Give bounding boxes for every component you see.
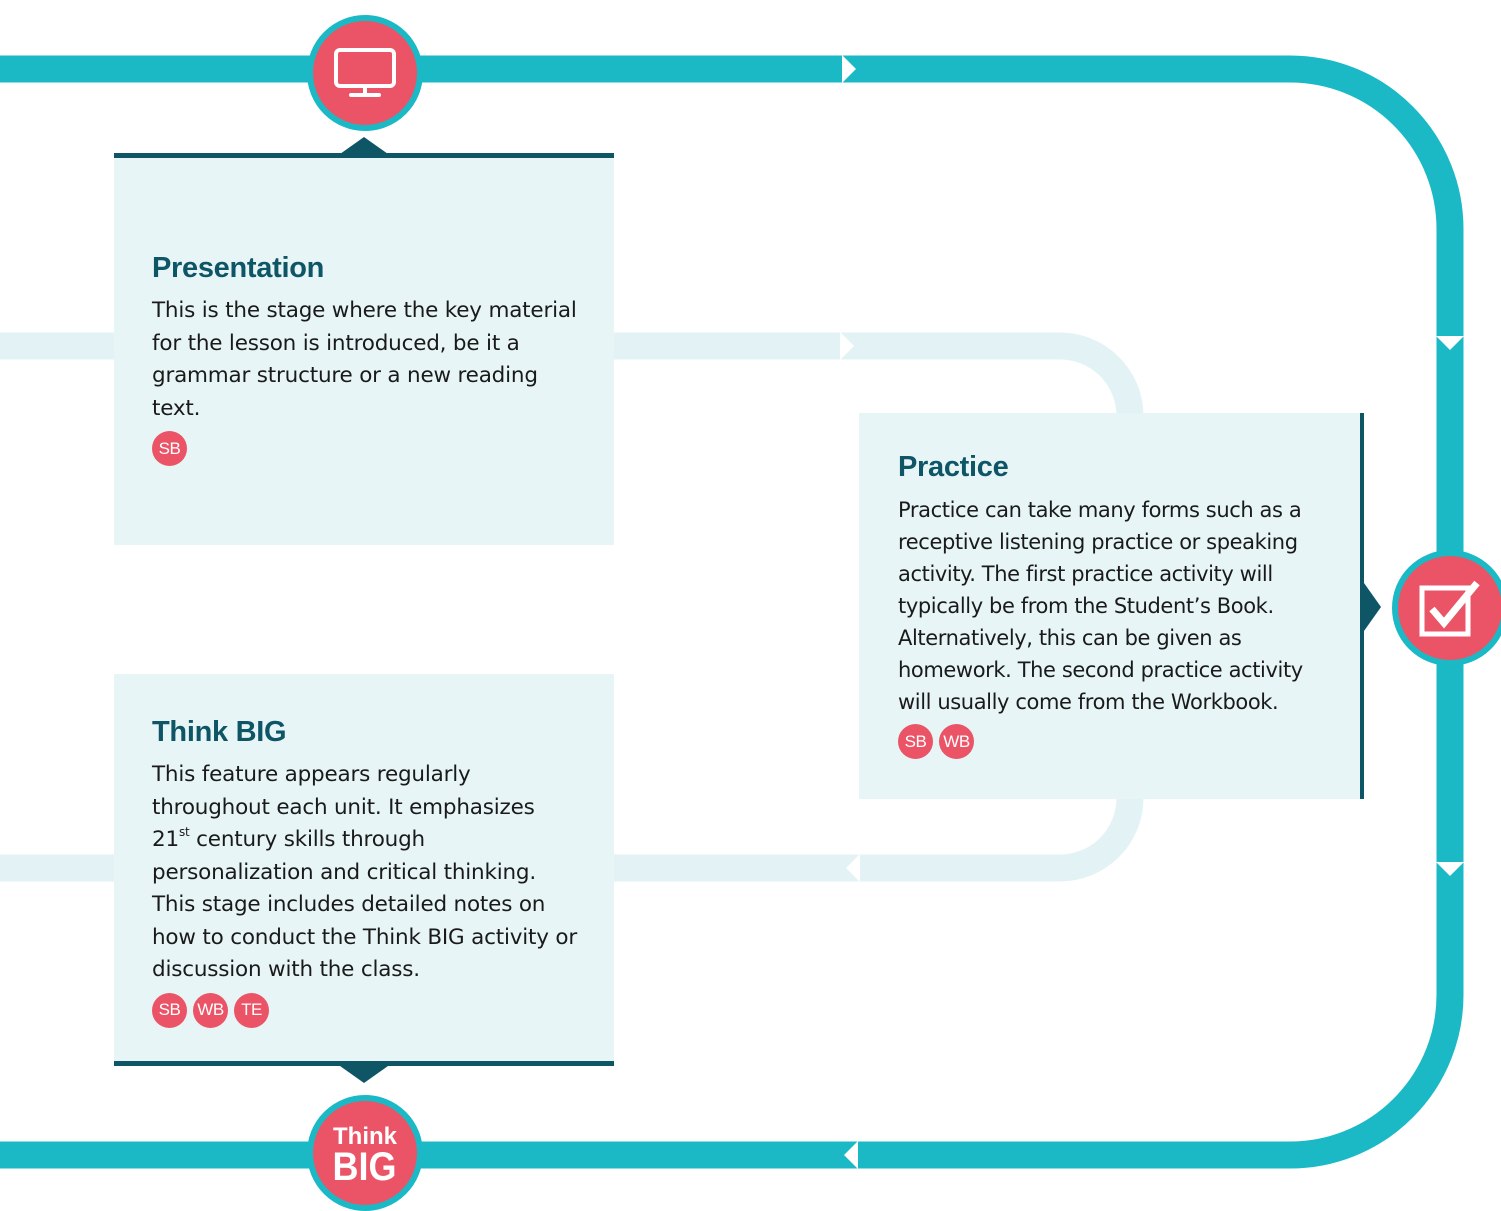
badge-wb: WB [193,992,228,1028]
thinkbig-text: This feature appears regularly throughou… [152,759,578,987]
practice-title: Practice [898,451,1009,483]
practice-card: Practice Practice can take many forms su… [859,413,1364,799]
badge-sb: SB [152,431,187,466]
thinkbig-logo-line1: Think [333,1123,397,1150]
practice-pointer [1364,583,1381,631]
monitor-icon [334,48,396,97]
outer-top-chevron [842,55,856,83]
thinkbig-logo-line2: BIG [332,1145,398,1189]
presentation-badges: SB [152,431,578,466]
thinkbig-title: Think BIG [152,716,287,748]
presentation-card: Presentation This is the stage where the… [114,153,614,545]
inner-top-chevron [840,332,854,360]
badge-wb: WB [939,724,974,759]
thinkbig-badges: SB WB TE [152,992,578,1028]
thinkbig-card: Think BIG This feature appears regularly… [114,674,614,1066]
practice-badges: SB WB [898,724,1330,759]
badge-sb: SB [152,992,187,1028]
badge-sb: SB [898,724,933,759]
practice-node [1392,550,1501,666]
thinkbig-logo: Think BIG [307,1095,423,1211]
thinkbig-ordinal-suffix: st [178,825,190,839]
outer-bottom-chevron [844,1141,858,1169]
presentation-node [307,15,423,131]
checkbox-icon [1419,580,1480,637]
inner-bottom-chevron [846,854,860,882]
thinkbig-text-part1: This feature appears regularly throughou… [152,762,535,852]
outer-right-chevron-lower [1436,862,1464,876]
presentation-text: This is the stage where the key material… [152,298,577,421]
practice-text: Practice can take many forms such as a r… [898,498,1303,714]
badge-te: TE [234,992,269,1028]
presentation-pointer [340,137,388,154]
thinkbig-text-part2: century skills through personalization a… [152,827,578,982]
outer-right-chevron-upper [1436,336,1464,350]
presentation-title: Presentation [152,252,325,284]
thinkbig-pointer [340,1066,388,1083]
